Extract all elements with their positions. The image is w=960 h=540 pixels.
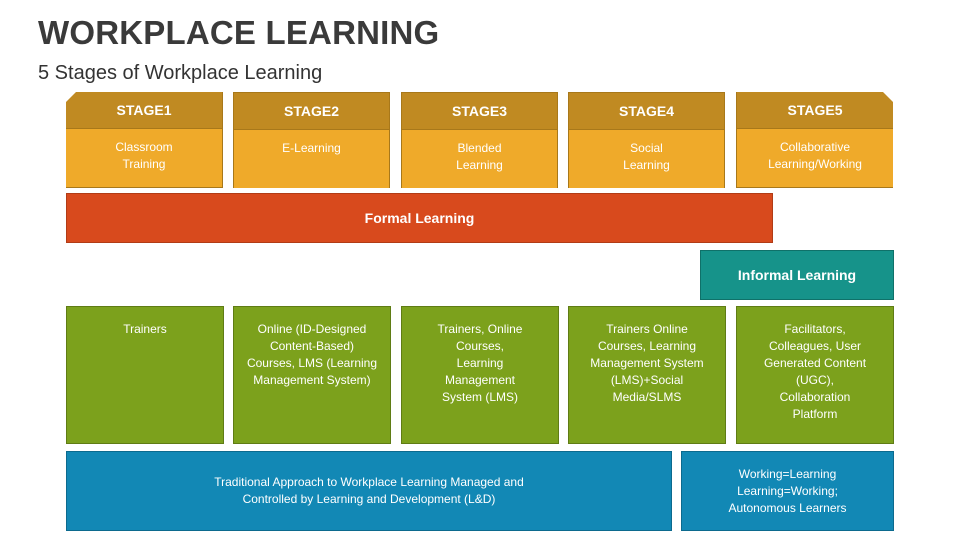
resource-box-2: Online (ID-Designed Content-Based) Cours… — [233, 306, 391, 444]
page-subtitle: 5 Stages of Workplace Learning — [38, 62, 323, 84]
stage-label: STAGE5 — [737, 92, 893, 129]
stage-label: STAGE1 — [66, 92, 222, 129]
stage-description: E-Learning — [234, 130, 389, 188]
stage-card-2: STAGE2 E-Learning — [233, 92, 390, 188]
traditional-approach-box: Traditional Approach to Workplace Learni… — [66, 451, 672, 531]
resource-box-5: Facilitators, Colleagues, User Generated… — [736, 306, 894, 444]
stage-card-5: STAGE5 Collaborative Learning/Working — [736, 92, 893, 188]
stage-label: STAGE3 — [402, 93, 557, 130]
formal-learning-bar: Formal Learning — [66, 193, 773, 243]
autonomous-learners-box: Working=Learning Learning=Working; Auton… — [681, 451, 894, 531]
stage-card-3: STAGE3 Blended Learning — [401, 92, 558, 188]
resource-box-3: Trainers, Online Courses, Learning Manag… — [401, 306, 559, 444]
resource-box-4: Trainers Online Courses, Learning Manage… — [568, 306, 726, 444]
stage-card-4: STAGE4 Social Learning — [568, 92, 725, 188]
stage-description: Collaborative Learning/Working — [737, 129, 893, 187]
stage-description: Blended Learning — [402, 130, 557, 188]
informal-learning-bar: Informal Learning — [700, 250, 894, 300]
stage-description: Social Learning — [569, 130, 724, 188]
stage-description: Classroom Training — [66, 129, 222, 187]
stage-label: STAGE4 — [569, 93, 724, 130]
resource-box-1: Trainers — [66, 306, 224, 444]
stage-card-1: STAGE1 Classroom Training — [66, 92, 223, 188]
page-title: WORKPLACE LEARNING — [38, 14, 440, 51]
stage-label: STAGE2 — [234, 93, 389, 130]
